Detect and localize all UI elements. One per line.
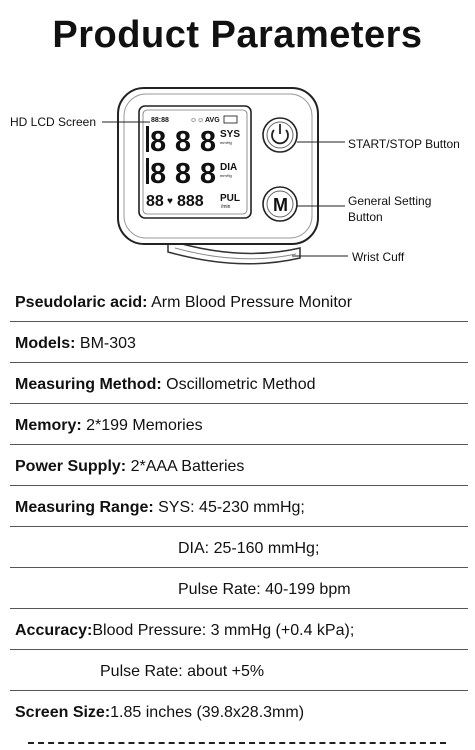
spec-row-accuracy-pulse: Pulse Rate: about +5% [0,652,475,692]
spec-row-memory: Memory: 2*199 Memories [0,406,475,446]
divider [10,403,468,404]
spec-row-range-dia: DIA: 25-160 mmHg; [0,529,475,569]
heart-icon: ♥ [167,196,173,207]
m-button [262,186,298,222]
lcd-screen [138,105,252,219]
spec-value: Arm Blood Pressure Monitor [147,294,353,311]
divider [10,608,468,609]
spec-label: Pseudolaric acid: [15,294,148,311]
lcd-bar-dia [146,158,149,184]
start-stop-ring [266,121,294,149]
spec-value: Blood Pressure: 3 mmHg (+0.4 kPa); [92,622,355,639]
battery-icon [223,115,238,124]
spec-row-screen-size: Screen Size:1.85 inches (39.8x28.3mm) [0,693,475,733]
divider [10,567,468,568]
spec-label: Measuring Range: [15,499,154,516]
lcd-dia-label: DIA [220,162,237,173]
spec-row-method: Measuring Method: Oscillometric Method [0,365,475,405]
spec-row-power: Power Supply: 2*AAA Batteries [0,447,475,487]
page-title: Product Parameters [52,14,423,56]
spec-value: Pulse Rate: 40-199 bpm [178,581,351,598]
spec-label: Accuracy: [15,622,93,639]
callout-setting-line2: Button [348,210,383,224]
callout-cuff: Wrist Cuff [352,250,405,264]
divider [10,690,468,691]
spec-label: Screen Size: [15,704,111,721]
spec-row-accuracy: Accuracy:Blood Pressure: 3 mmHg (+0.4 kP… [0,611,475,651]
spec-label: Measuring Method: [15,376,162,393]
spec-label: Power Supply: [15,458,127,475]
lcd-dia-digits: 888 [150,158,216,190]
divider [10,649,468,650]
spec-value: 1.85 inches (39.8x28.3mm) [110,704,305,721]
lcd-sys-label: SYS [220,129,240,140]
spec-value: BM-303 [75,335,136,352]
lcd-sys-digits: 888 [150,126,216,158]
spec-value: DIA: 25-160 mmHg; [178,540,320,557]
lcd-sys-unit: mmHg [220,140,232,145]
divider [10,321,468,322]
divider [10,526,468,527]
callout-screen: HD LCD Screen [10,115,97,129]
lcd-avg: AVG [205,117,220,124]
divider [10,362,468,363]
lcd-pulse-digits: 888 [177,193,204,210]
spec-value: Oscillometric Method [161,376,316,393]
spec-row-range: Measuring Range: SYS: 45-230 mmHg; [0,488,475,528]
spec-row-name: Pseudolaric acid: Arm Blood Pressure Mon… [0,283,475,323]
start-stop-button [262,117,298,153]
m-button-ring [266,190,294,218]
monitor-diagram: 88:88 ☺☺ AVG 888 SYS mmHg 888 DIA mmHg 8… [0,80,475,270]
lcd-bar-sys [146,126,149,152]
dashed-divider [28,742,446,744]
power-icon [271,129,289,145]
spec-label: Memory: [15,417,82,434]
callout-start-stop: START/STOP Button [348,137,460,151]
spec-value: 2*AAA Batteries [126,458,245,475]
divider [10,444,468,445]
spec-value: Pulse Rate: about +5% [100,663,265,680]
m-button-label: M [273,195,288,215]
callout-setting-line1: General Setting [348,194,432,208]
spec-row-model: Models: BM-303 [0,324,475,364]
monitor-illustration: 88:88 ☺☺ AVG 888 SYS mmHg 888 DIA mmHg 8… [102,87,348,265]
lcd-user-icons: ☺☺ [190,117,204,124]
lcd-top-digits: 88:88 [151,117,169,124]
lcd-bezel [142,109,248,215]
spec-label: Models: [15,335,76,352]
divider [10,485,468,486]
spec-value: 2*199 Memories [81,417,203,434]
lcd-pul-label: PUL [220,193,240,204]
spec-row-range-pulse: Pulse Rate: 40-199 bpm [0,570,475,610]
cuff-inner-line [174,247,297,260]
monitor-body-inner [123,93,313,239]
lcd-pul-unit: /min [221,204,231,210]
lcd-dia-unit: mmHg [220,173,232,178]
lcd-memory-digits: 88 [146,193,164,210]
spec-value: SYS: 45-230 mmHg; [153,499,305,516]
